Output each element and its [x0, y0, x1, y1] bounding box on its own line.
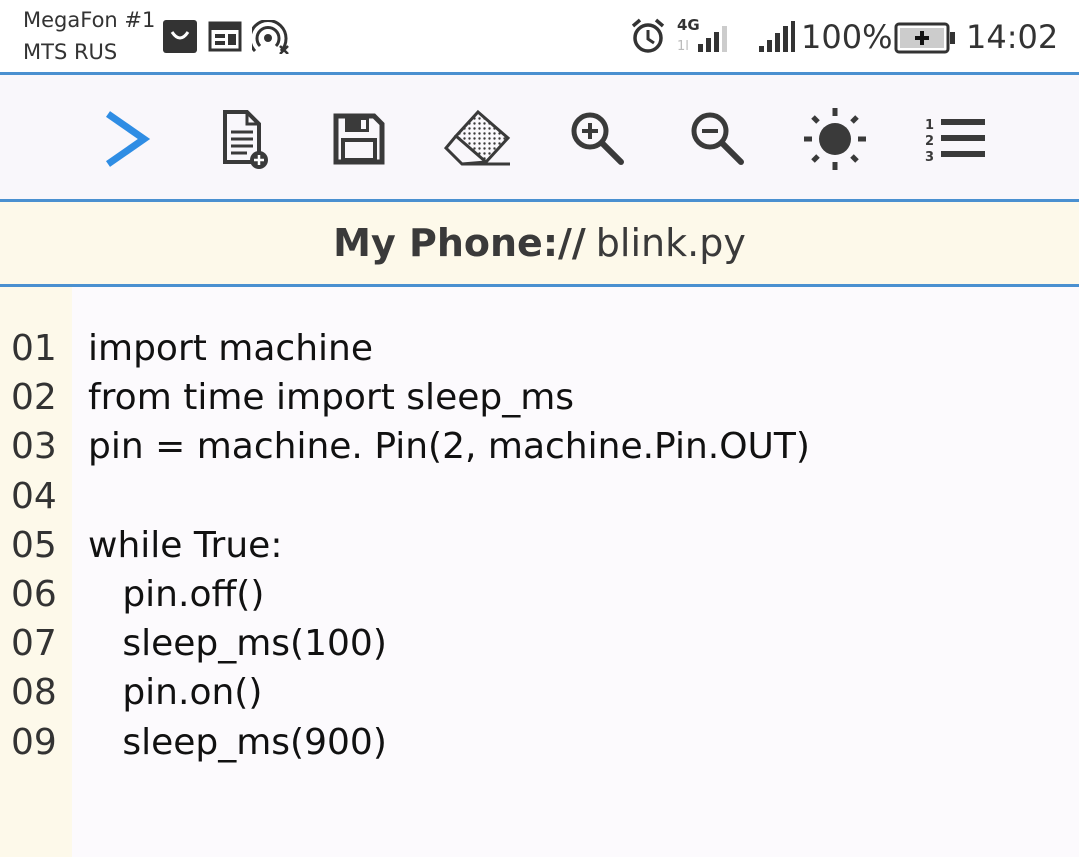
code-line[interactable]: 05 while True: [0, 521, 1079, 570]
line-number: 05 [11, 524, 57, 566]
carrier-1-label: MegaFon #1 [23, 8, 156, 32]
code-text[interactable]: sleep_ms(900) [88, 721, 387, 763]
toolbar: 1 2 3 [0, 75, 1079, 202]
line-number: 02 [11, 377, 57, 419]
signal-icon [759, 21, 795, 52]
code-line[interactable]: 02 from time import sleep_ms [0, 373, 1079, 422]
line-number: 06 [11, 573, 57, 615]
carrier-2-label: MTS RUS [23, 40, 118, 64]
zoom-in-button[interactable] [560, 103, 632, 175]
line-number: 07 [11, 623, 57, 665]
code-text[interactable]: pin.off() [88, 573, 265, 615]
code-line[interactable]: 09 sleep_ms(900) [0, 718, 1079, 767]
brightness-button[interactable] [799, 103, 871, 175]
file-title-bar: My Phone :// blink.py [0, 202, 1079, 287]
network-type-label: 4G [677, 16, 700, 34]
calendar-icon [208, 21, 242, 52]
save-button[interactable] [322, 103, 394, 175]
eraser-button[interactable] [442, 103, 514, 175]
code-line[interactable]: 07 sleep_ms(100) [0, 619, 1079, 668]
code-text[interactable]: while True: [88, 524, 283, 566]
eraser-icon [443, 109, 511, 166]
svg-text:1: 1 [925, 118, 934, 133]
clock-label: 14:02 [966, 18, 1059, 56]
run-button[interactable] [88, 103, 160, 175]
save-icon [333, 113, 385, 165]
run-icon [106, 111, 151, 167]
alarm-icon [631, 18, 665, 53]
battery-percent-label: 100% [801, 18, 893, 56]
new-file-button[interactable] [205, 103, 277, 175]
status-bar: MegaFon #1 MTS RUS 4G 1l 100% [0, 0, 1079, 75]
line-numbers-icon: 1 2 3 [925, 118, 985, 165]
path-separator: :// [542, 221, 586, 265]
line-number: 04 [11, 475, 57, 517]
svg-text:3: 3 [925, 150, 934, 165]
svg-text:2: 2 [925, 134, 934, 149]
code-text[interactable]: from time import sleep_ms [88, 377, 575, 419]
code-text[interactable]: pin = machine. Pin(2, machine.Pin.OUT) [88, 426, 810, 468]
code-text[interactable]: sleep_ms(100) [88, 623, 387, 665]
code-text[interactable]: import machine [88, 328, 374, 369]
code-text[interactable]: pin.on() [88, 672, 263, 714]
signal-4g-icon: 1l [677, 26, 727, 54]
code-lines[interactable]: 01 import machine 02 from time import sl… [0, 324, 1079, 767]
code-line[interactable]: 03 pin = machine. Pin(2, machine.Pin.OUT… [0, 422, 1079, 471]
code-line[interactable]: 06 pin.off() [0, 570, 1079, 619]
hotspot-icon [252, 20, 289, 54]
zoom-in-icon [571, 112, 624, 165]
code-editor[interactable]: 01 import machine 02 from time import sl… [0, 287, 1079, 857]
code-line[interactable]: 01 import machine [0, 324, 1079, 373]
shopping-bag-icon [163, 20, 197, 53]
line-number: 08 [11, 672, 57, 714]
device-name: My Phone [333, 221, 543, 265]
line-number-gutter [0, 287, 72, 857]
code-line[interactable]: 08 pin.on() [0, 668, 1079, 717]
zoom-out-button[interactable] [680, 103, 752, 175]
zoom-out-icon [691, 112, 744, 165]
file-name: blink.py [595, 221, 746, 265]
code-line[interactable]: 04 [0, 472, 1079, 521]
line-numbers-button[interactable]: 1 2 3 [918, 103, 990, 175]
line-number: 09 [11, 721, 57, 763]
battery-charging-icon [894, 22, 955, 54]
line-number: 03 [11, 426, 57, 468]
brightness-icon [804, 108, 866, 170]
line-number: 01 [11, 328, 57, 369]
new-file-icon [223, 110, 268, 169]
svg-text:1l: 1l [677, 39, 689, 54]
